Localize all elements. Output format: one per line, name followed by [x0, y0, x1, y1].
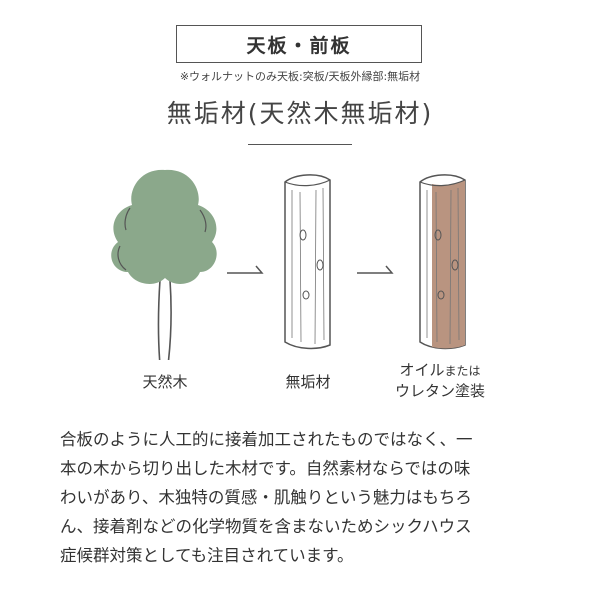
description-line: ん、接着剤などの化学物質を含まないためシックハウス	[60, 517, 472, 536]
raw-lumber-icon	[284, 174, 331, 350]
finish-or-text: または	[444, 364, 481, 378]
description-line: 症候群対策としても注目されています。	[60, 546, 354, 565]
arrow-right-icon	[227, 265, 264, 274]
step-label-solid-wood: 無垢材	[285, 373, 331, 391]
page-title: 無垢材(天然木無垢材)	[166, 99, 434, 128]
oiled-lumber-icon	[419, 174, 466, 350]
description-line: 合板のように人工的に接着加工されたものではなく、一	[60, 430, 473, 449]
finish-oil-text: オイル	[399, 361, 445, 379]
arrow-right-icon	[357, 265, 394, 274]
description-line: 本の木から切り出した木材です。自然素材ならではの味	[60, 459, 471, 478]
material-note: ※ウォルナットのみ天板:突板/天板外縁部:無垢材	[179, 70, 421, 83]
process-illustration	[111, 169, 466, 360]
section-header: 天板・前板	[176, 25, 422, 63]
tree-icon	[111, 169, 217, 360]
title-divider	[248, 144, 352, 145]
step-label-natural-wood: 天然木	[142, 373, 188, 391]
finish-urethane-text: ウレタン塗装	[394, 382, 485, 400]
description-line: わいがあり、木独特の質感・肌触りという魅力はもちろ	[60, 488, 472, 507]
description-paragraph: 合板のように人工的に接着加工されたものではなく、一 本の木から切り出した木材です…	[60, 425, 550, 570]
step-label-finish: オイルまたは ウレタン塗装	[370, 360, 510, 401]
